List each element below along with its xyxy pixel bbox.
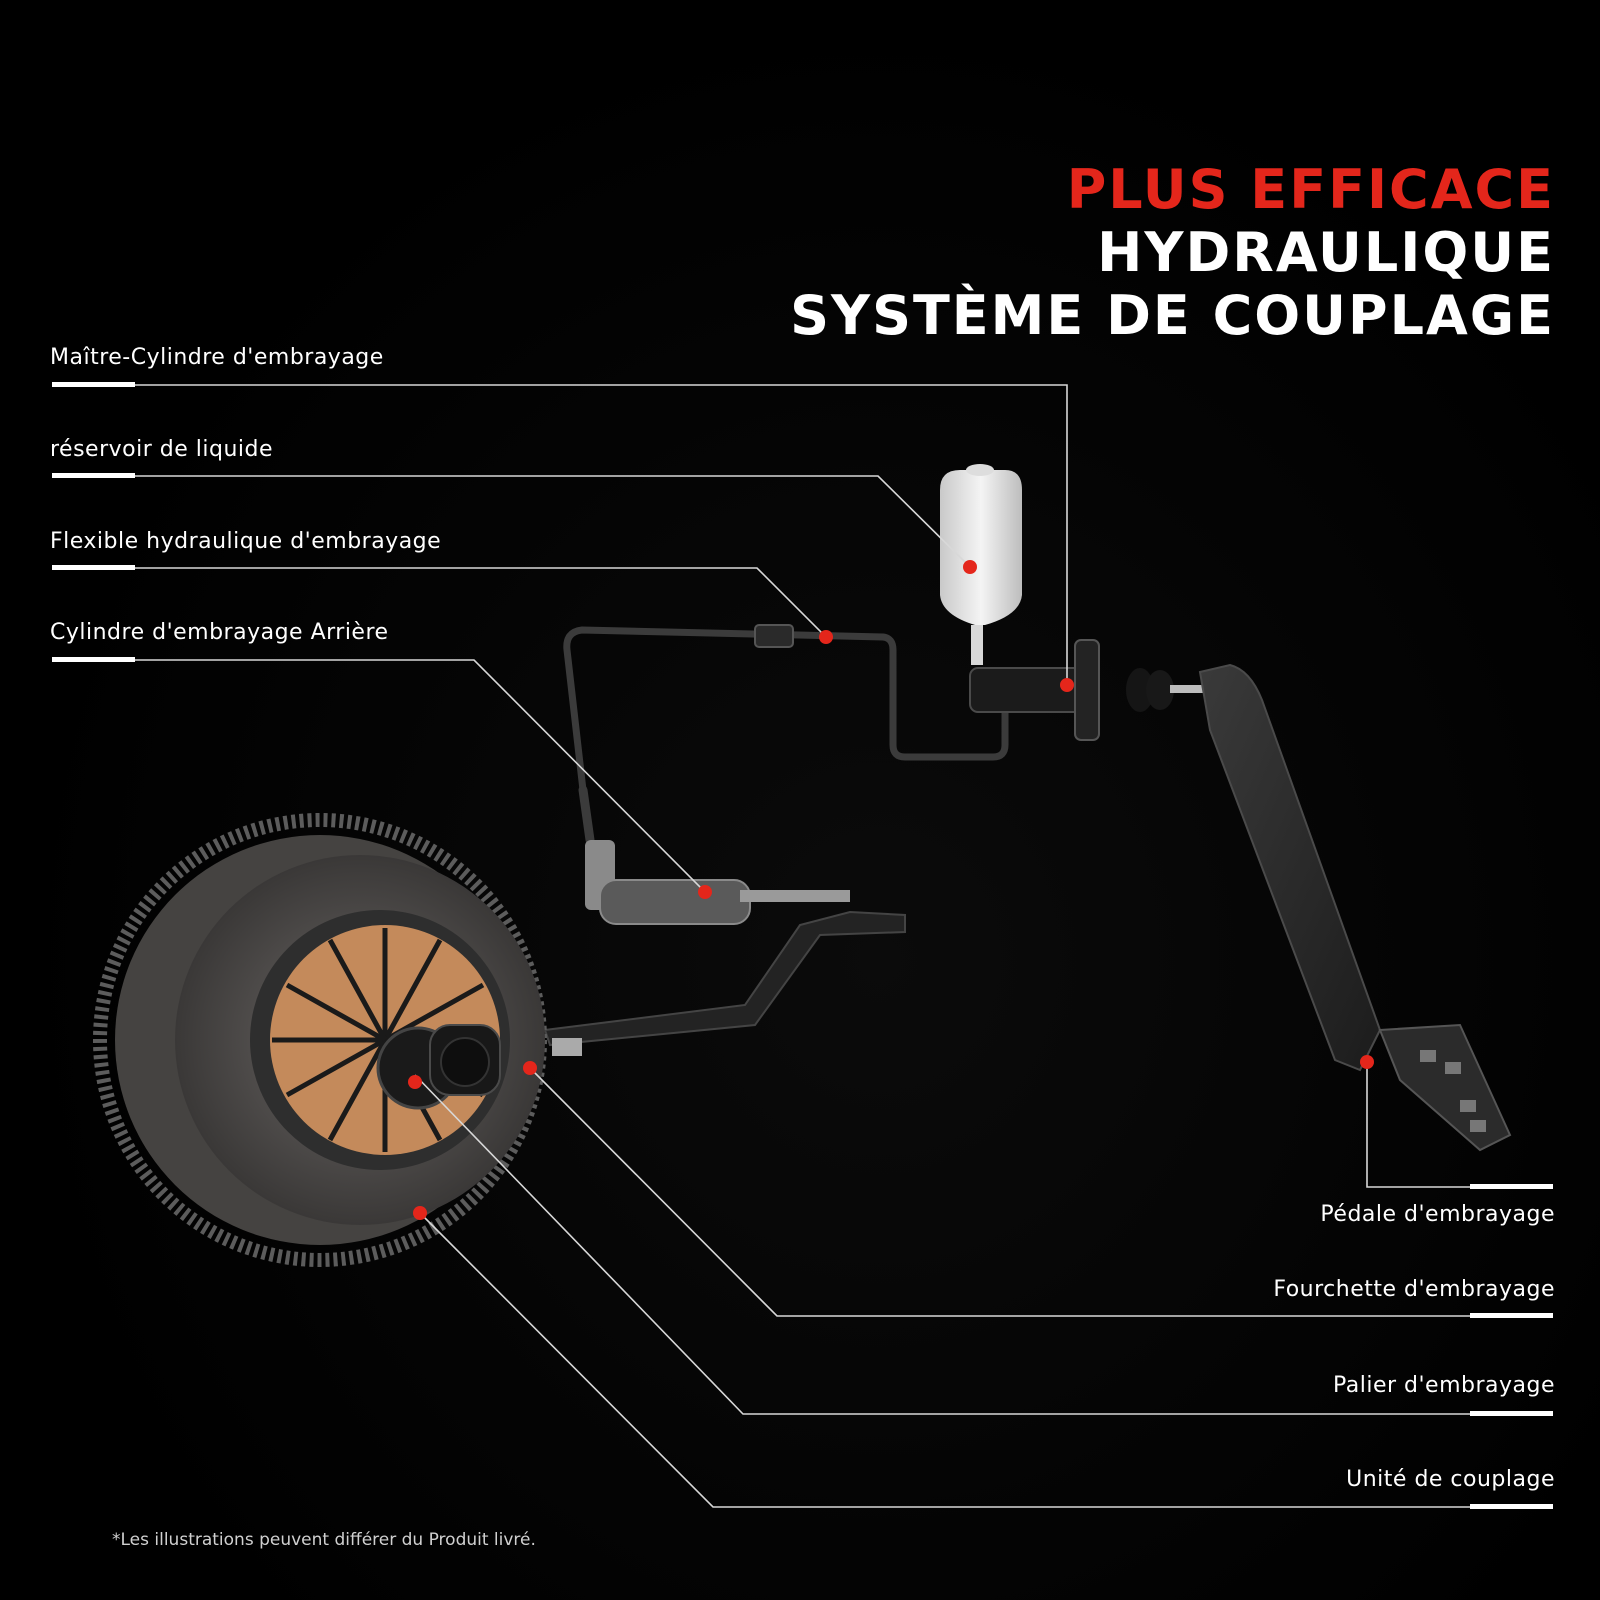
label-hose: Flexible hydraulique d'embrayage	[50, 529, 442, 554]
label-fork: Fourchette d'embrayage	[1273, 1277, 1555, 1302]
headline-line-3: SYSTÈME DE COUPLAGE	[790, 284, 1555, 347]
headline-line-2: HYDRAULIQUE	[1097, 221, 1555, 284]
marker-dot-fork	[523, 1061, 537, 1075]
slave-cylinder	[585, 840, 850, 925]
master-cylinder	[969, 639, 1210, 741]
headline: PLUS EFFICACE HYDRAULIQUE SYSTÈME DE COU…	[790, 158, 1555, 347]
clutch-fork	[543, 910, 906, 1056]
marker-dot-clutch-unit	[413, 1206, 427, 1220]
fluid-reservoir	[940, 464, 1022, 665]
marker-dot-reservoir	[963, 560, 977, 574]
hose-connector	[754, 624, 794, 648]
label-clutch-unit: Unité de couplage	[1346, 1467, 1555, 1492]
marker-dot-slave-cylinder	[698, 885, 712, 899]
leader-lines	[52, 384, 1553, 1508]
label-bearing: Palier d'embrayage	[1332, 1373, 1555, 1398]
release-bearing	[376, 1024, 501, 1110]
label-slave-cylinder: Cylindre d'embrayage Arrière	[50, 620, 389, 645]
disclaimer-footnote: *Les illustrations peuvent différer du P…	[112, 1530, 536, 1550]
label-master-cylinder: Maître-Cylindre d'embrayage	[50, 345, 384, 370]
label-underlines	[52, 382, 1553, 1509]
marker-dot-pedal	[1360, 1055, 1374, 1069]
clutch-pedal	[1198, 663, 1512, 1152]
headline-line-1: PLUS EFFICACE	[1066, 158, 1555, 221]
marker-dots	[408, 560, 1374, 1220]
marker-dot-bearing	[408, 1075, 422, 1089]
hydraulic-line	[563, 626, 1009, 845]
label-reservoir: réservoir de liquide	[50, 437, 274, 462]
clutch-unit	[93, 813, 547, 1267]
marker-dot-hose	[819, 630, 833, 644]
label-pedal: Pédale d'embrayage	[1320, 1202, 1555, 1227]
marker-dot-master-cylinder	[1060, 678, 1074, 692]
